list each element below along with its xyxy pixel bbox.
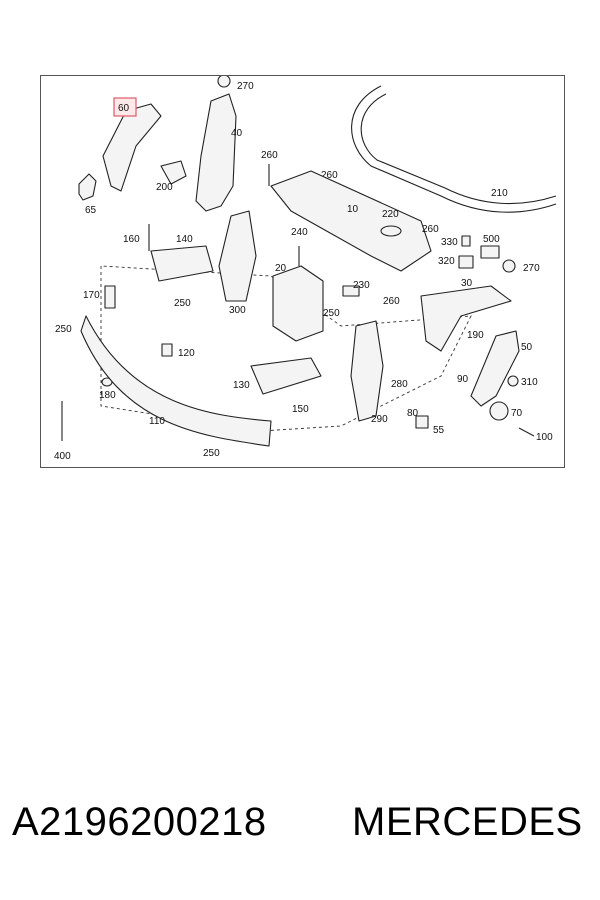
part-60-bracket	[102, 103, 162, 192]
callout-330: 330	[441, 237, 458, 248]
callout-55: 55	[433, 425, 445, 436]
part-80	[415, 415, 429, 429]
callout-100: 100	[536, 432, 553, 443]
callout-290: 290	[371, 414, 388, 425]
footer: A2196200218 MERCEDES	[0, 800, 600, 860]
part-220	[380, 225, 402, 237]
callout-250-d: 250	[203, 448, 220, 459]
callout-60: 60	[118, 103, 130, 114]
brand-text: MERCEDES	[352, 800, 583, 844]
highlight-box-60	[113, 97, 137, 117]
callout-120: 120	[178, 348, 195, 359]
part-210-tube-inner	[360, 93, 557, 205]
callout-170: 170	[83, 290, 100, 301]
part-200-bracket	[160, 160, 187, 185]
part-10-crossmember	[270, 170, 432, 272]
part-310	[507, 375, 519, 387]
callout-250-a: 250	[174, 298, 191, 309]
callout-20: 20	[275, 263, 287, 274]
bolt-100	[518, 427, 535, 437]
part-30-bracket	[420, 285, 512, 352]
part-number-text: A2196200218	[12, 800, 267, 844]
callout-40: 40	[231, 128, 243, 139]
callout-30: 30	[461, 278, 473, 289]
part-500	[480, 245, 500, 259]
callout-240: 240	[291, 227, 308, 238]
callout-220: 220	[382, 209, 399, 220]
callout-90: 90	[457, 374, 469, 385]
part-65-clip	[78, 173, 97, 201]
callout-150: 150	[292, 404, 309, 415]
callout-320: 320	[438, 256, 455, 267]
callout-270-b: 270	[523, 263, 540, 274]
part-330	[461, 235, 471, 247]
callout-130: 130	[233, 380, 250, 391]
callout-65: 65	[85, 205, 97, 216]
callout-210: 210	[491, 188, 508, 199]
part-120	[161, 343, 173, 357]
part-300-bracket	[218, 210, 257, 302]
callout-280: 280	[391, 379, 408, 390]
part-230	[342, 285, 360, 297]
part-170	[104, 285, 116, 309]
part-40-bracket	[195, 93, 237, 212]
part-20-box	[272, 265, 324, 342]
callout-300: 300	[229, 305, 246, 316]
callout-270-top: 270	[237, 81, 254, 92]
part-110-beam	[80, 315, 272, 447]
exploded-parts-diagram: 60 65 270 40 200 260 260 10 210 220 260 …	[54, 76, 557, 462]
callout-110: 110	[149, 416, 165, 427]
part-320	[458, 255, 474, 269]
part-50-arm	[470, 330, 520, 407]
callout-190: 190	[467, 330, 484, 341]
callout-70: 70	[511, 408, 523, 419]
part-270-bolt	[217, 76, 231, 88]
callout-230: 230	[353, 280, 370, 291]
part-130-bracket	[250, 357, 322, 395]
callout-400: 400	[54, 451, 71, 462]
callout-250-c: 250	[323, 308, 340, 319]
callout-200: 200	[156, 182, 173, 193]
callout-260-b: 260	[321, 170, 338, 181]
callout-180: 180	[99, 390, 116, 401]
callout-160: 160	[123, 234, 140, 245]
callout-500: 500	[483, 234, 500, 245]
part-140-bracket	[150, 245, 214, 282]
callout-310: 310	[521, 377, 538, 388]
callout-250-b: 250	[55, 324, 72, 335]
parts-diagram-frame: 60 65 270 40 200 260 260 10 210 220 260 …	[40, 75, 565, 468]
callout-10: 10	[347, 204, 359, 215]
callout-50: 50	[521, 342, 533, 353]
callout-140: 140	[176, 234, 193, 245]
part-70-bushing	[489, 401, 509, 421]
part-210-tube	[351, 85, 557, 213]
part-270-b	[502, 259, 516, 273]
callout-260-c: 260	[422, 224, 439, 235]
callout-80: 80	[407, 408, 419, 419]
callout-260-a: 260	[261, 150, 278, 161]
callout-260-d: 260	[383, 296, 400, 307]
part-290-bracket	[350, 320, 384, 422]
